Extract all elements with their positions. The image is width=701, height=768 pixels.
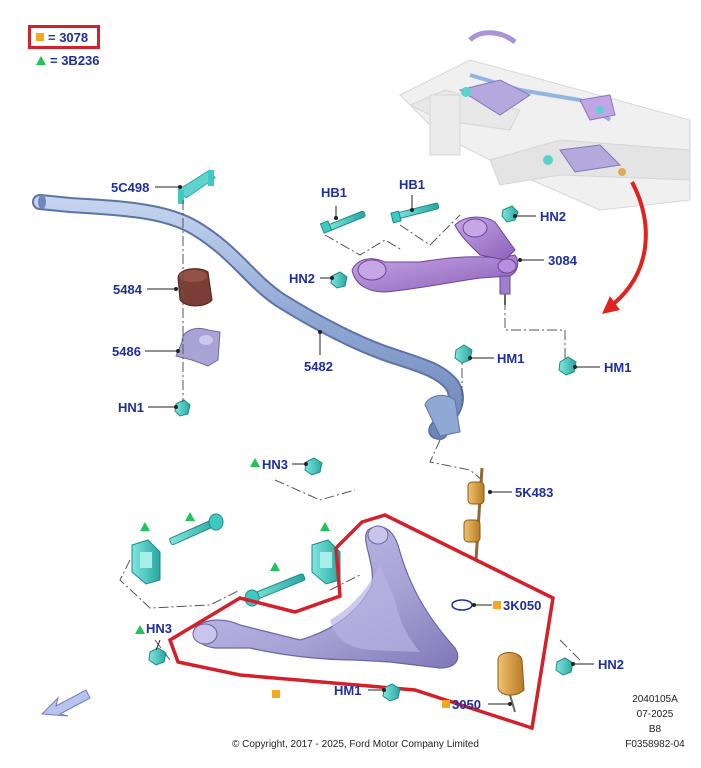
- callout-hn3-lower: HN3: [146, 621, 173, 636]
- callout-hn2-upper: HN2: [540, 209, 567, 224]
- nut-hm1-lower: [382, 683, 401, 702]
- callout-hn2-left: HN2: [289, 271, 316, 286]
- stabilizer-clamp: [175, 328, 221, 367]
- figure-number: F0358982-04: [625, 739, 685, 750]
- bolt-lower-top: [169, 513, 224, 546]
- illustration-id: 2040105A: [632, 694, 678, 705]
- triangle-markers: [135, 458, 330, 634]
- callout-hm1-right: HM1: [604, 360, 632, 375]
- illustration-revision: B8: [648, 724, 662, 735]
- ball-joint: [497, 652, 525, 713]
- bolt-hb1-left: [319, 210, 366, 234]
- legend-square-label: = 3078: [48, 30, 89, 45]
- legend-square-row: = 3078: [36, 31, 88, 45]
- highlight-outline: [167, 513, 555, 731]
- callout-3050: 3050: [452, 697, 481, 712]
- callout-3084: 3084: [548, 253, 577, 268]
- stabilizer-bracket: [177, 169, 216, 204]
- overview-inset: [399, 30, 691, 211]
- stabilizer-bushing: [177, 268, 213, 307]
- illustration-date: 07-2025: [636, 709, 674, 720]
- upper-control-arm: [351, 216, 519, 305]
- copyright-text: © Copyright, 2017 - 2025, Ford Motor Com…: [232, 739, 479, 750]
- callout-hb1-right: HB1: [399, 177, 426, 192]
- leader-dots: [174, 185, 577, 706]
- nut-hn2-upper-right: [501, 205, 519, 223]
- bracket-left: [131, 539, 161, 585]
- legend-triangle-row: = 3B236: [36, 54, 100, 68]
- nut-hn3-lower: [148, 647, 167, 666]
- stabilizer-bar: [32, 194, 464, 440]
- callout-hm1-center: HM1: [497, 351, 525, 366]
- legend-highlight-box: [28, 25, 100, 49]
- red-pointer-arrow-icon: [602, 181, 648, 314]
- nut-hn2-upper-left: [330, 271, 348, 289]
- retaining-clip: [451, 599, 473, 611]
- legend-triangle-icon: [36, 56, 46, 65]
- stabilizer-link: [463, 467, 485, 561]
- callout-5484: 5484: [113, 282, 142, 297]
- callout-5c498: 5C498: [111, 180, 150, 195]
- callout-5486: 5486: [112, 344, 141, 359]
- view-direction-arrow-icon: [40, 689, 91, 717]
- nut-hm1-right: [558, 356, 577, 376]
- nut-hm1-center: [454, 344, 473, 364]
- legend-square-icon: [36, 33, 44, 41]
- leader-lines: [145, 186, 600, 705]
- callout-hm1-lower: HM1: [334, 683, 362, 698]
- callout-5482: 5482: [304, 359, 333, 374]
- callout-5k483: 5K483: [515, 485, 554, 500]
- nut-hn2-lower: [555, 657, 574, 676]
- callout-3k050: 3K050: [503, 598, 542, 613]
- lower-control-arm: [192, 525, 459, 669]
- nut-hn3-top: [304, 457, 323, 476]
- square-markers: [272, 601, 501, 708]
- bolt-hb1-right: [390, 202, 440, 224]
- callout-hn1: HN1: [118, 400, 145, 415]
- legend-triangle-label: = 3B236: [50, 53, 100, 68]
- callout-hn2-lower: HN2: [598, 657, 625, 672]
- callout-hn3-top: HN3: [262, 457, 289, 472]
- callout-hb1-left: HB1: [321, 185, 348, 200]
- assembly-lines-lower: [119, 479, 581, 661]
- nut-hn1: [174, 399, 191, 417]
